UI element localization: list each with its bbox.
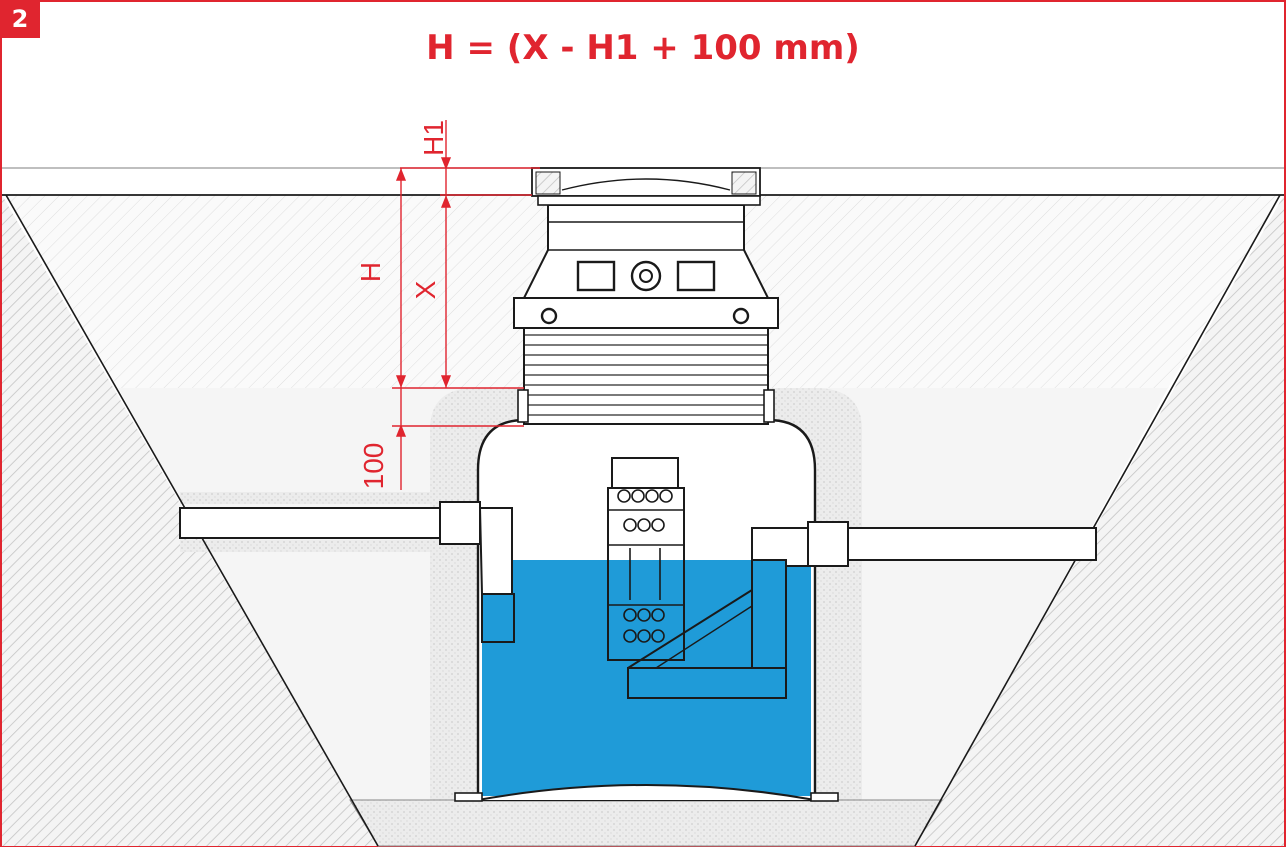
outlet-horizontal	[627, 667, 787, 699]
inlet-pipe	[179, 507, 443, 539]
trench-wall-right	[914, 194, 1281, 847]
dimension-label-h1: H1	[418, 120, 449, 156]
riser-clip-right	[763, 389, 775, 423]
dimension-lines	[392, 120, 540, 490]
dimension-label-x: X	[410, 280, 441, 300]
dimension-label-h: H	[355, 261, 386, 283]
pipe-bedding-left-low	[180, 540, 440, 552]
bolt-left	[540, 307, 558, 325]
foot-left	[454, 792, 483, 802]
vent-left	[576, 260, 616, 292]
riser-clip-left	[517, 389, 529, 423]
figure-number-badge: 2	[0, 0, 40, 38]
dimension-label-100: 100	[358, 442, 389, 490]
filter-media	[617, 489, 673, 643]
soil-right	[915, 195, 1284, 846]
riser-ribbed	[523, 327, 769, 425]
outlet-pipe	[847, 527, 1097, 561]
tank-bottom	[477, 784, 816, 801]
outlet-socket	[807, 521, 849, 567]
pipe-bedding-left	[180, 492, 440, 504]
formula-title: H = (X - H1 + 100 mm)	[426, 28, 860, 68]
inlet-dip-tube	[481, 593, 515, 643]
vent-right	[676, 260, 716, 292]
foot-right	[810, 792, 839, 802]
bolt-right	[732, 307, 750, 325]
filter-top	[611, 457, 679, 489]
filter-cartridge	[607, 487, 685, 661]
inlet-socket	[439, 501, 481, 545]
manhole-cover	[531, 167, 761, 197]
inlet-elbow	[478, 507, 513, 595]
gravel-base	[349, 799, 943, 847]
